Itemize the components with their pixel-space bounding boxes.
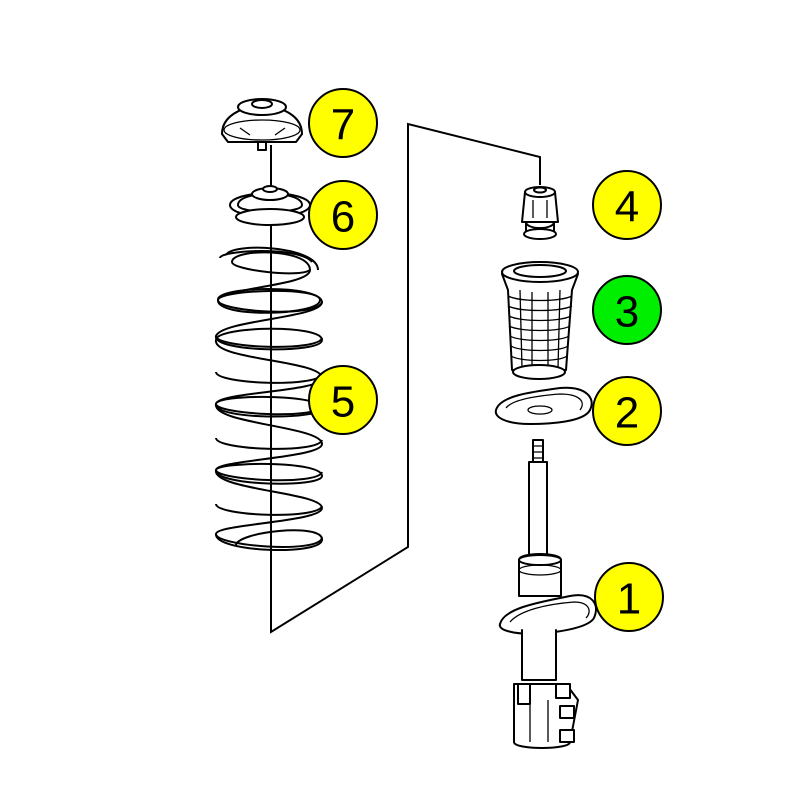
callout-upper-seat: 6 xyxy=(308,180,378,250)
coil-spring-part xyxy=(214,246,324,552)
callout-top-mount-label: 7 xyxy=(331,101,355,150)
callout-lower-seat: 2 xyxy=(592,376,662,446)
callout-boot-circle xyxy=(592,275,662,345)
callout-spring-circle xyxy=(308,365,378,435)
callout-lower-seat-label: 2 xyxy=(615,389,639,438)
callout-bump-stop: 4 xyxy=(592,170,662,240)
callout-bump-stop-circle xyxy=(592,170,662,240)
callout-strut-circle xyxy=(594,562,664,632)
callout-boot: 3 xyxy=(592,275,662,345)
callout-spring-label: 5 xyxy=(331,378,355,427)
dust-boot-part xyxy=(501,261,579,380)
top-mount-part xyxy=(221,98,303,151)
callout-bump-stop-label: 4 xyxy=(615,183,639,232)
bump-stop-part xyxy=(521,186,559,240)
callout-strut-label: 1 xyxy=(617,575,641,624)
callout-strut: 1 xyxy=(594,562,664,632)
callout-upper-seat-circle xyxy=(308,180,378,250)
strut-part xyxy=(498,439,597,749)
callout-spring: 5 xyxy=(308,365,378,435)
callout-top-mount-circle xyxy=(308,88,378,158)
callout-upper-seat-label: 6 xyxy=(331,193,355,242)
callout-boot-label: 3 xyxy=(615,288,639,337)
callout-top-mount: 7 xyxy=(308,88,378,158)
lower-seat-part xyxy=(494,386,593,425)
upper-seat-part xyxy=(229,185,311,226)
callout-lower-seat-circle xyxy=(592,376,662,446)
